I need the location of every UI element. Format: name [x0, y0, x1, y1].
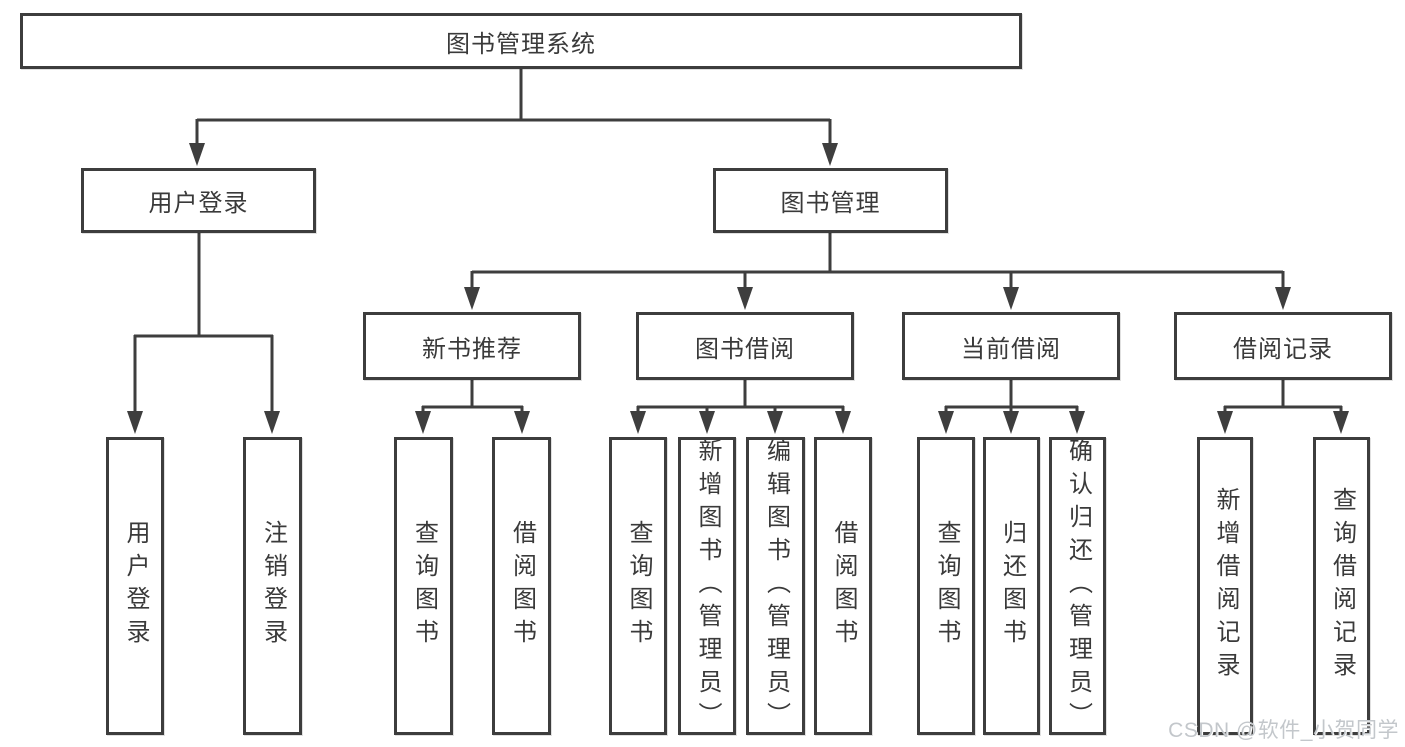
node-borrow-records: 借阅记录 — [1174, 312, 1392, 380]
node-book-borrow-label: 图书借阅 — [695, 335, 795, 363]
arrowhead — [835, 411, 851, 434]
leaf-add-borrow-record: 新增借阅记录 — [1197, 437, 1253, 735]
leaf-return-books: 归还图书 — [983, 437, 1040, 735]
connector-book-mgmt-branch — [470, 233, 1285, 289]
watermark: CSDN @软件_小贺同学 — [1168, 719, 1399, 742]
arrowhead — [189, 143, 205, 166]
arrowhead — [630, 411, 646, 434]
arrowhead — [699, 411, 715, 434]
connector-book-borrow-branch — [636, 380, 845, 413]
arrowhead — [1217, 411, 1233, 434]
leaf-query-books-borrow-label: 查询图书 — [625, 520, 652, 652]
node-book-management: 图书管理 — [713, 168, 948, 233]
leaf-query-borrow-record: 查询借阅记录 — [1313, 437, 1370, 735]
arrowhead — [415, 411, 431, 434]
arrowhead — [1333, 411, 1349, 434]
connector-root-to-level2 — [195, 69, 832, 145]
node-current-borrow: 当前借阅 — [902, 312, 1120, 380]
node-current-borrow-label: 当前借阅 — [961, 335, 1061, 363]
leaf-borrow-books-recommend-label: 借阅图书 — [508, 520, 536, 652]
node-book-management-label: 图书管理 — [780, 190, 881, 217]
leaf-logout: 注销登录 — [243, 437, 302, 735]
arrowhead — [1069, 411, 1085, 434]
arrowhead — [737, 287, 753, 310]
leaf-confirm-return-admin-label: 确认归还（管理员） — [1064, 437, 1092, 735]
leaf-add-borrow-record-label: 新增借阅记录 — [1212, 487, 1239, 685]
connector-user-login-branch — [133, 233, 274, 413]
node-new-book-recommend-label: 新书推荐 — [422, 335, 522, 363]
node-borrow-records-label: 借阅记录 — [1233, 335, 1333, 363]
leaf-edit-book-admin-label: 编辑图书（管理员） — [762, 437, 790, 735]
arrowhead — [1003, 287, 1019, 310]
node-root: 图书管理系统 — [20, 13, 1022, 69]
leaf-edit-book-admin: 编辑图书（管理员） — [746, 437, 805, 735]
leaf-return-books-label: 归还图书 — [998, 520, 1026, 652]
leaf-confirm-return-admin: 确认归还（管理员） — [1049, 437, 1106, 735]
connector-current-borrow-branch — [944, 380, 1079, 413]
arrowhead — [264, 411, 280, 434]
arrowheads — [127, 143, 1349, 434]
leaf-query-books-recommend: 查询图书 — [394, 437, 453, 735]
arrowhead — [822, 143, 838, 166]
leaf-logout-label: 注销登录 — [259, 520, 287, 652]
leaf-user-login-label: 用户登录 — [122, 520, 149, 652]
leaf-query-borrow-record-label: 查询借阅记录 — [1328, 487, 1356, 685]
node-book-borrow: 图书借阅 — [636, 312, 854, 380]
leaf-borrow-books-recommend: 借阅图书 — [492, 437, 551, 735]
arrowhead — [514, 411, 530, 434]
node-new-book-recommend: 新书推荐 — [363, 312, 581, 380]
leaf-query-books-borrow: 查询图书 — [609, 437, 667, 735]
leaf-user-login: 用户登录 — [106, 437, 164, 735]
connector-borrow-record-branch — [1223, 380, 1343, 413]
leaf-query-books-current: 查询图书 — [917, 437, 975, 735]
arrowhead — [464, 287, 480, 310]
arrowhead — [767, 411, 783, 434]
leaf-borrow-books: 借阅图书 — [814, 437, 872, 735]
leaf-add-book-admin: 新增图书（管理员） — [678, 437, 736, 735]
node-user-login-label: 用户登录 — [148, 190, 249, 217]
node-root-label: 图书管理系统 — [446, 30, 596, 58]
arrowhead — [1275, 287, 1291, 310]
arrowhead — [127, 411, 143, 434]
connector-new-book-branch — [421, 380, 524, 413]
arrowhead — [938, 411, 954, 434]
arrowhead — [1003, 411, 1019, 434]
leaf-borrow-books-label: 借阅图书 — [830, 520, 857, 652]
leaf-query-books-current-label: 查询图书 — [933, 520, 960, 652]
leaf-add-book-admin-label: 新增图书（管理员） — [694, 437, 721, 735]
leaf-query-books-recommend-label: 查询图书 — [410, 520, 438, 652]
node-user-login: 用户登录 — [81, 168, 316, 233]
